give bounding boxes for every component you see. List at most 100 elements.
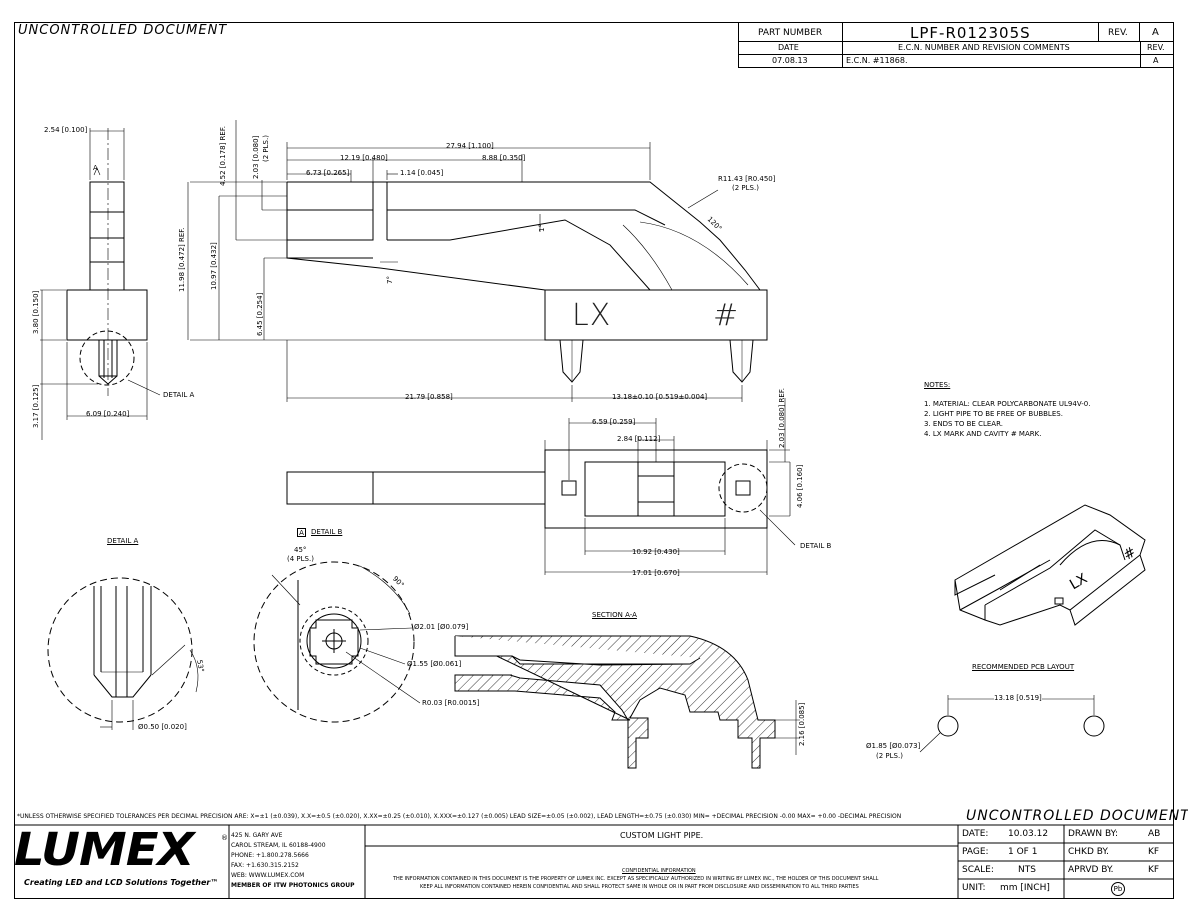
dim-6-73: 6.73 [0.265] [306,169,350,177]
dim-4-52: 4.52 [0.178] REF. [219,126,227,186]
date-label: DATE [778,43,799,52]
dim-2-03a: 2.03 [0.080] [252,135,260,179]
dim-27-94: 27.94 [1.100] [446,142,494,150]
dim-8-88: 8.88 [0.350] [482,154,526,162]
rev-block-divider [1140,41,1141,68]
side-view [187,120,768,402]
checked-by-label: CHKD BY. [1068,847,1109,857]
top-view [286,398,796,575]
detail-a-callout: DETAIL A [163,391,195,399]
drawn-by-label: DRAWN BY: [1068,829,1118,839]
detail-b-title: DETAIL B [311,528,343,536]
revision-block [738,22,1174,68]
tolerance-note: *UNLESS OTHERWISE SPECIFIED TOLERANCES P… [17,813,902,820]
note-1: 1. MATERIAL: CLEAR POLYCARBONATE UL94V-0… [924,400,1091,408]
page-value: 1 OF 1 [1008,847,1038,857]
dim-7deg: 7° [386,276,394,284]
section-title: SECTION A-A [592,611,637,619]
detail-b-4pls: (4 PLS.) [287,555,314,563]
ecn-label: E.C.N. NUMBER AND REVISION COMMENTS [898,43,1070,52]
confidential-title: CONFIDENTIAL INFORMATION [622,868,696,874]
rev-label-2: REV. [1147,43,1165,52]
confidential-line-1: THE INFORMATION CONTAINED IN THIS DOCUME… [393,876,879,882]
drawn-by-value: AB [1148,829,1161,839]
uncontrolled-label-top: UNCONTROLLED DOCUMENT [18,23,228,38]
notes-title: NOTES: [924,381,951,389]
detail-b-view [253,561,421,723]
page-label: PAGE: [962,847,989,857]
dim-r11-43: R11.43 [R0.450] [718,175,776,183]
detail-a-view [47,577,199,730]
section-marker-a: A [93,164,98,172]
detail-b-callout: DETAIL B [800,542,832,550]
dim-3-17: 3.17 [0.125] [32,384,40,428]
rev-label: REV. [1108,28,1128,38]
dim-21-79: 21.79 [0.858] [405,393,453,401]
dim-13-18: 13.18±0.10 [0.519±0.004] [612,393,708,401]
approved-by-value: KF [1148,865,1160,875]
uncontrolled-label-bottom: UNCONTROLLED DOCUMENT [966,808,1188,824]
detail-b-dia-155: Ø1.55 [Ø0.061] [407,660,462,668]
lumex-logo: LUMEX [14,823,194,877]
dim-1deg: 1° [538,224,546,232]
isometric-view [954,504,1146,626]
detail-b-dia-201: Ø2.01 [Ø0.079] [414,623,469,631]
dim-12-19: 12.19 [0.480] [340,154,388,162]
dim-10-92: 10.92 [0.430] [632,548,680,556]
pcb-dim-dia: Ø1.85 [Ø0.073] [866,742,921,750]
dim-6-59: 6.59 [0.259] [592,418,636,426]
lead-free-icon: Pb [1111,882,1125,896]
dim-10-97: 10.97 [0.432] [210,242,218,290]
section-dim-2-16: 2.16 [0.085] [798,702,806,746]
footer-date-label: DATE: [962,829,989,839]
note-3: 3. ENDS TO BE CLEAR. [924,420,1003,428]
dim-11-98: 11.98 [0.472] REF. [178,227,186,292]
revision-date: 07.08.13 [772,56,808,65]
address-member: MEMBER OF ITW PHOTONICS GROUP [231,882,355,889]
hash-mark: # [713,298,739,333]
scale-label: SCALE: [962,865,994,875]
revision-ecn: E.C.N. #11868. [846,56,908,65]
rev-block-row [738,41,1174,55]
detail-b-datum: A [297,528,306,537]
address-phone: PHONE: +1.800.278.5666 [231,852,309,859]
rev-value: A [1152,27,1159,38]
detail-b-45deg: 45° [294,546,307,554]
dim-2pls-a: (2 PLS.) [262,135,270,162]
address-line-2: CAROL STREAM, IL 60188-4900 [231,842,326,849]
pcb-dim-13-18: 13.18 [0.519] [994,694,1042,702]
confidential-line-2: KEEP ALL INFORMATION CONTAINED HEREIN CO… [420,884,859,890]
dim-2-54: 2.54 [0.100] [44,126,88,134]
dim-r-2pls: (2 PLS.) [732,184,759,192]
sheet-border [14,22,1174,899]
dim-4-06: 4.06 [0.160] [796,464,804,508]
end-view [40,128,161,440]
pcb-title: RECOMMENDED PCB LAYOUT [972,663,1075,671]
address-fax: FAX: +1.630.315.2152 [231,862,299,869]
dim-2-84: 2.84 [0.112] [617,435,661,443]
revision-rev: A [1153,56,1159,65]
detail-a-title: DETAIL A [107,537,139,545]
detail-a-dia: Ø0.50 [0.020] [138,723,187,731]
scale-value: NTS [1018,865,1036,875]
dim-2-03b: 2.03 [0.080] REF. [778,388,786,448]
address-web: WEB: WWW.LUMEX.COM [231,872,305,879]
checked-by-value: KF [1148,847,1160,857]
section-a-a-view [454,635,800,769]
footer-date-value: 10.03.12 [1008,829,1049,839]
dim-6-45: 6.45 [0.254] [256,292,264,336]
dim-1-14: 1.14 [0.045] [400,169,444,177]
lx-mark: LX [572,298,612,333]
detail-b-r003: R0.03 [R0.0015] [422,699,480,707]
approved-by-label: APRVD BY. [1068,865,1114,875]
dim-6-09: 6.09 [0.240] [86,410,130,418]
note-2: 2. LIGHT PIPE TO BE FREE OF BUBBLES. [924,410,1063,418]
pcb-dim-2pls: (2 PLS.) [876,752,903,760]
part-number-label: PART NUMBER [758,28,823,38]
dim-3-80: 3.80 [0.150] [32,290,40,334]
unit-value: mm [INCH] [1000,883,1050,893]
part-number: LPF-R012305S [910,24,1031,42]
address-line-1: 425 N. GARY AVE [231,832,283,839]
